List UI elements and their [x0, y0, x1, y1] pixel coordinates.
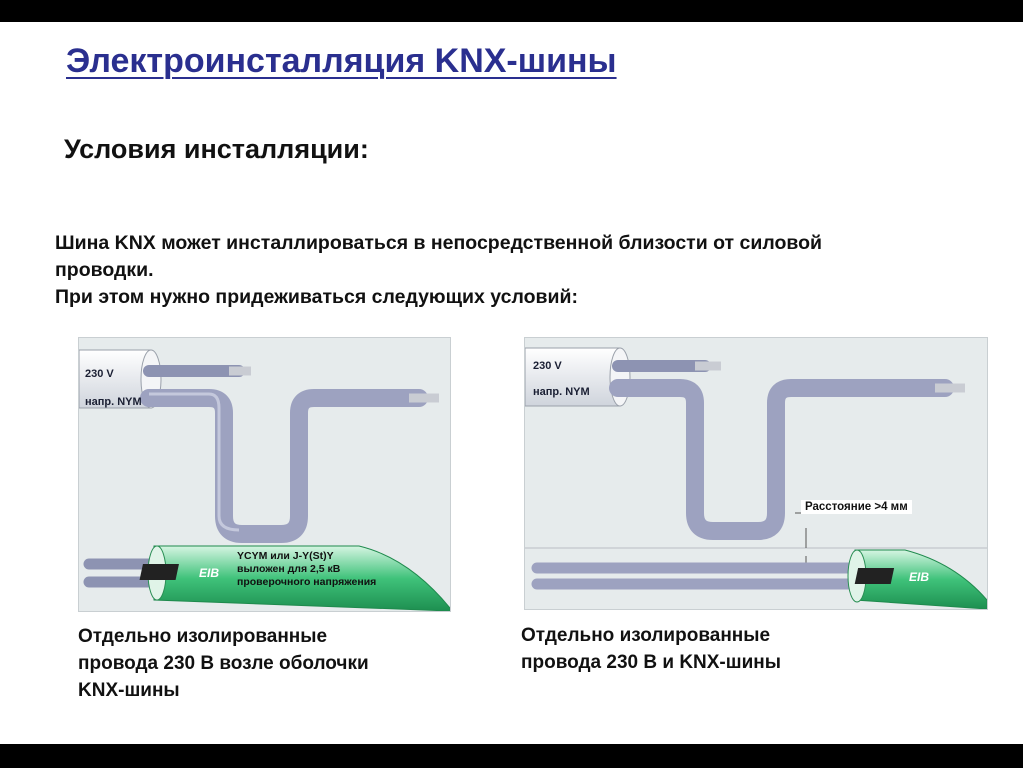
distance-label: Расстояние >4 мм — [801, 500, 912, 514]
nym-sheath-end — [609, 347, 631, 407]
eib-logo-box — [139, 564, 179, 580]
cable-type-label: напр. NYM — [533, 386, 590, 398]
top-black-bar — [0, 0, 1023, 22]
intro-line-2: проводки. — [55, 259, 154, 281]
nym-wire-bent — [609, 379, 954, 540]
caption-right: Отдельно изолированные провода 230 В и K… — [521, 622, 941, 676]
intro-line-1: Шина KNX может инсталлироваться в непоср… — [55, 232, 823, 254]
voltage-label: 230 V — [533, 360, 562, 372]
eib-logo: EIB — [199, 566, 219, 580]
eib-logo: EIB — [909, 570, 929, 584]
caption-right-line-1: Отдельно изолированные — [521, 625, 771, 646]
illustration-wire-and-bus-separated: EIB 230 V напр. NYM Расстояние >4 мм — [524, 337, 988, 610]
bus-cable-text-2: выложен для 2,5 кВ — [237, 563, 341, 575]
caption-left-line-2: провода 230 В возле оболочки — [78, 653, 369, 674]
bus-cable-text-1: YCYM или J-Y(St)Y — [237, 550, 334, 562]
bus-cable-text-3: проверочного напряжения — [237, 576, 377, 588]
knx-bus-cable — [854, 549, 987, 609]
eib-logo-box — [854, 568, 895, 584]
intro-paragraph: Шина KNX может инсталлироваться в непоср… — [55, 230, 995, 311]
caption-right-line-2: провода 230 В и KNX-шины — [521, 652, 781, 673]
nym-sheath — [525, 347, 621, 407]
cable-drawing-right: EIB — [525, 347, 987, 609]
illustration-wire-near-bus-sheath: EIB 230 V напр. NYM YCYM или J-Y(St)Y вы… — [78, 337, 451, 612]
cable-drawing-left: EIB — [79, 349, 450, 611]
caption-left-line-1: Отдельно изолированные — [78, 626, 328, 647]
wire-highlight — [149, 392, 240, 532]
nym-sheath — [79, 349, 152, 409]
section-subtitle: Условия инсталляции: — [64, 134, 369, 164]
cable-type-label: напр. NYM — [85, 396, 142, 408]
voltage-label: 230 V — [85, 368, 114, 380]
intro-line-3: При этом нужно придеживаться следующих у… — [55, 286, 578, 308]
knx-bus-cable — [153, 545, 450, 611]
nym-wire-bent — [140, 389, 428, 543]
caption-left-line-3: KNX-шины — [78, 680, 180, 701]
caption-left: Отдельно изолированные провода 230 В воз… — [78, 623, 458, 704]
bottom-black-bar — [0, 744, 1023, 768]
page-title: Электроинсталляция KNX-шины — [66, 42, 617, 80]
bus-cable-description: YCYM или J-Y(St)Y выложен для 2,5 кВ про… — [237, 550, 376, 589]
